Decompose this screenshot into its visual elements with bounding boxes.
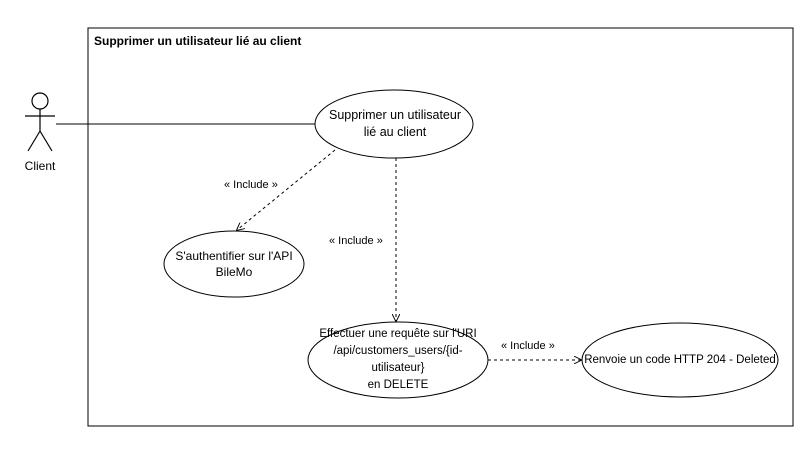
use-case-response-ellipse (581, 322, 779, 398)
system-title: Supprimer un utilisateur lié au client (94, 34, 302, 48)
use-case-request-label: Effectuer une requête sur l'URI /api/cus… (319, 328, 477, 391)
use-case-request: Effectuer une requête sur l'URI /api/cus… (308, 322, 488, 398)
include-response-label: « Include » (501, 340, 555, 352)
use-case-auth-label: S'authentifier sur l'API BileMo (175, 249, 293, 279)
use-case-auth-ellipse (163, 230, 305, 298)
use-case-main-ellipse (314, 89, 474, 159)
system-boundary (87, 27, 794, 427)
use-case-main: Supprimer un utilisateur lié au client (316, 90, 474, 158)
use-case-auth: S'authentifier sur l'API BileMo (164, 231, 304, 297)
use-case-response-label: Renvoie un code HTTP 204 - Deleted (584, 354, 776, 366)
use-case-response: Renvoie un code HTTP 204 - Deleted (582, 323, 778, 397)
include-request-label: « Include » (329, 235, 383, 247)
actor-figure-icon (25, 92, 55, 152)
use-case-main-label: Supprimer un utilisateur lié au client (328, 108, 461, 139)
actor-label: Client (24, 159, 56, 173)
include-auth-label: « Include » (224, 179, 278, 191)
